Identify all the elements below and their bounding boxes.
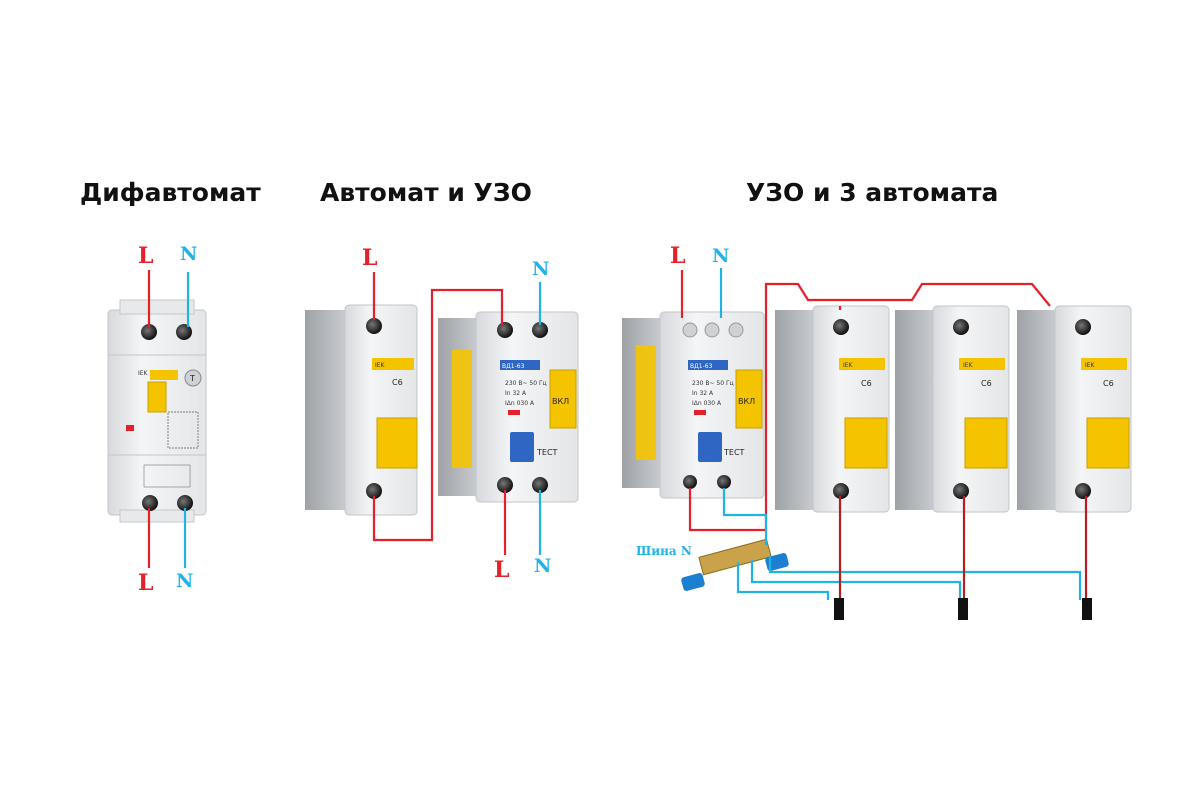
lever-label: ВКЛ: [552, 397, 569, 406]
uzo-spec-3: IΔn 030 A: [505, 400, 535, 407]
screw-icon: [717, 475, 731, 489]
test-button: [184, 369, 202, 387]
brand-text: IEK: [963, 362, 974, 369]
brand-text: IEK: [1085, 362, 1096, 369]
rating-text: C6: [1103, 379, 1114, 388]
title-uzo-3-avtomata: УЗО и 3 автомата: [746, 178, 999, 207]
breaker-device: IEK C6: [895, 305, 1010, 513]
screw-icon: [1075, 483, 1091, 499]
uzo-spec-2: In 32 A: [505, 390, 527, 397]
test-button: [698, 432, 722, 462]
screw-icon: [141, 324, 157, 340]
brand-text: IEK: [375, 362, 386, 369]
screw-icon: [532, 477, 548, 493]
lever-icon: [735, 369, 763, 429]
screw-icon: [176, 324, 192, 340]
neutral-out-label: N: [534, 555, 551, 577]
screw-icon: [833, 319, 849, 335]
test-button-label: T: [189, 374, 195, 383]
title-difavtomat: Дифавтомат: [80, 178, 261, 207]
handle-icon: [964, 417, 1008, 469]
neutral-in-label: N: [532, 258, 549, 280]
lever-icon: [549, 369, 577, 429]
handle-icon: [1086, 417, 1130, 469]
uzo-spec-1: 230 В~ 50 Гц: [692, 380, 734, 387]
phase-out-label: L: [138, 570, 153, 596]
difavtomat-wires: L N L N: [138, 243, 197, 596]
section2-wires: L N L N: [362, 245, 551, 583]
neutral-in-label: N: [180, 243, 197, 265]
busbar-label: Шина N: [636, 544, 692, 558]
neutral-out-label: N: [176, 570, 193, 592]
uzo-model-text: ВД1-63: [690, 363, 713, 370]
screw-icon: [532, 322, 548, 338]
brand-text: IEK: [843, 362, 854, 369]
screw-icon: [142, 495, 158, 511]
screw-icon: [177, 495, 193, 511]
rating-text: C6: [981, 379, 992, 388]
section3-wires: L N: [670, 243, 1092, 620]
neutral-busbar: Шина N: [636, 538, 789, 591]
screw-icon: [366, 483, 382, 499]
phase-in-label: L: [362, 245, 377, 271]
screw-icon: [833, 483, 849, 499]
test-button-label: ТЕСТ: [723, 448, 745, 457]
screw-icon: [366, 318, 382, 334]
handle-icon: [376, 417, 418, 469]
uzo-device-2: ВД1-63 230 В~ 50 Гц In 32 A IΔn 030 A ВК…: [622, 311, 765, 499]
lever-label: ВКЛ: [738, 397, 755, 406]
phase-in-label: L: [670, 243, 685, 269]
uzo-spec-1: 230 В~ 50 Гц: [505, 380, 547, 387]
test-button-label: ТЕСТ: [536, 448, 558, 457]
handle-icon: [844, 417, 888, 469]
screw-icon: [953, 483, 969, 499]
uzo-spec-2: In 32 A: [692, 390, 714, 397]
uzo-model-text: ВД1-63: [502, 363, 525, 370]
title-avtomat-uzo: Автомат и УЗО: [320, 178, 532, 207]
difavtomat-device: IEK T: [107, 299, 207, 523]
brand-text: IEK: [138, 370, 149, 377]
breaker-group: IEK C6 IEK C6 IEK C6: [775, 305, 1132, 513]
neutral-in-label: N: [712, 245, 729, 267]
phase-in-label: L: [138, 243, 153, 269]
screw-icon: [953, 319, 969, 335]
screw-icon: [1075, 319, 1091, 335]
uzo-spec-3: IΔn 030 A: [692, 400, 722, 407]
handle-icon: [147, 381, 167, 413]
uzo-device-1: ВД1-63 230 В~ 50 Гц In 32 A IΔn 030 A ВК…: [438, 311, 579, 503]
phase-out-label: L: [494, 557, 509, 583]
breaker-device-1: IEK C6: [305, 304, 418, 516]
breaker-device: IEK C6: [1017, 305, 1132, 513]
breaker-device: IEK C6: [775, 305, 890, 513]
rating-text: C6: [392, 378, 403, 387]
rating-text: C6: [861, 379, 872, 388]
screw-icon: [683, 475, 697, 489]
screw-icon: [497, 477, 513, 493]
test-button: [510, 432, 534, 462]
screw-icon: [497, 322, 513, 338]
